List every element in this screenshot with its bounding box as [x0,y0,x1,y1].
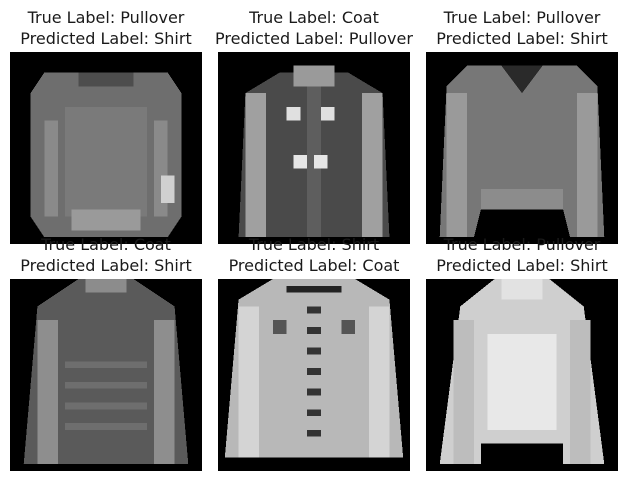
panel-title: True Label: Coat Predicted Label: Pullov… [208,7,420,49]
predicted-label: Predicted Label: Pullover [215,29,413,48]
coat-image [10,279,202,471]
predicted-label: Predicted Label: Coat [228,256,400,275]
panel-title: True Label: Pullover Predicted Label: Sh… [416,234,627,276]
true-label: True Label: Pullover [443,235,601,254]
true-label: True Label: Coat [249,8,379,27]
true-label: True Label: Pullover [443,8,601,27]
panel-title: True Label: Shirt Predicted Label: Coat [208,234,420,276]
coat-image [218,52,410,244]
predicted-label: Predicted Label: Shirt [20,256,192,275]
predicted-label: Predicted Label: Shirt [436,29,608,48]
true-label: True Label: Pullover [27,8,185,27]
predicted-label: Predicted Label: Shirt [436,256,608,275]
true-label: True Label: Coat [41,235,171,254]
true-label: True Label: Shirt [248,235,380,254]
panel-title: True Label: Pullover Predicted Label: Sh… [0,7,212,49]
predicted-label: Predicted Label: Shirt [20,29,192,48]
pullover-image [10,52,202,244]
panel-title: True Label: Coat Predicted Label: Shirt [0,234,212,276]
panel-title: True Label: Pullover Predicted Label: Sh… [416,7,627,49]
pullover-image [426,279,618,471]
pullover-image [426,52,618,244]
shirt-image [218,279,410,471]
